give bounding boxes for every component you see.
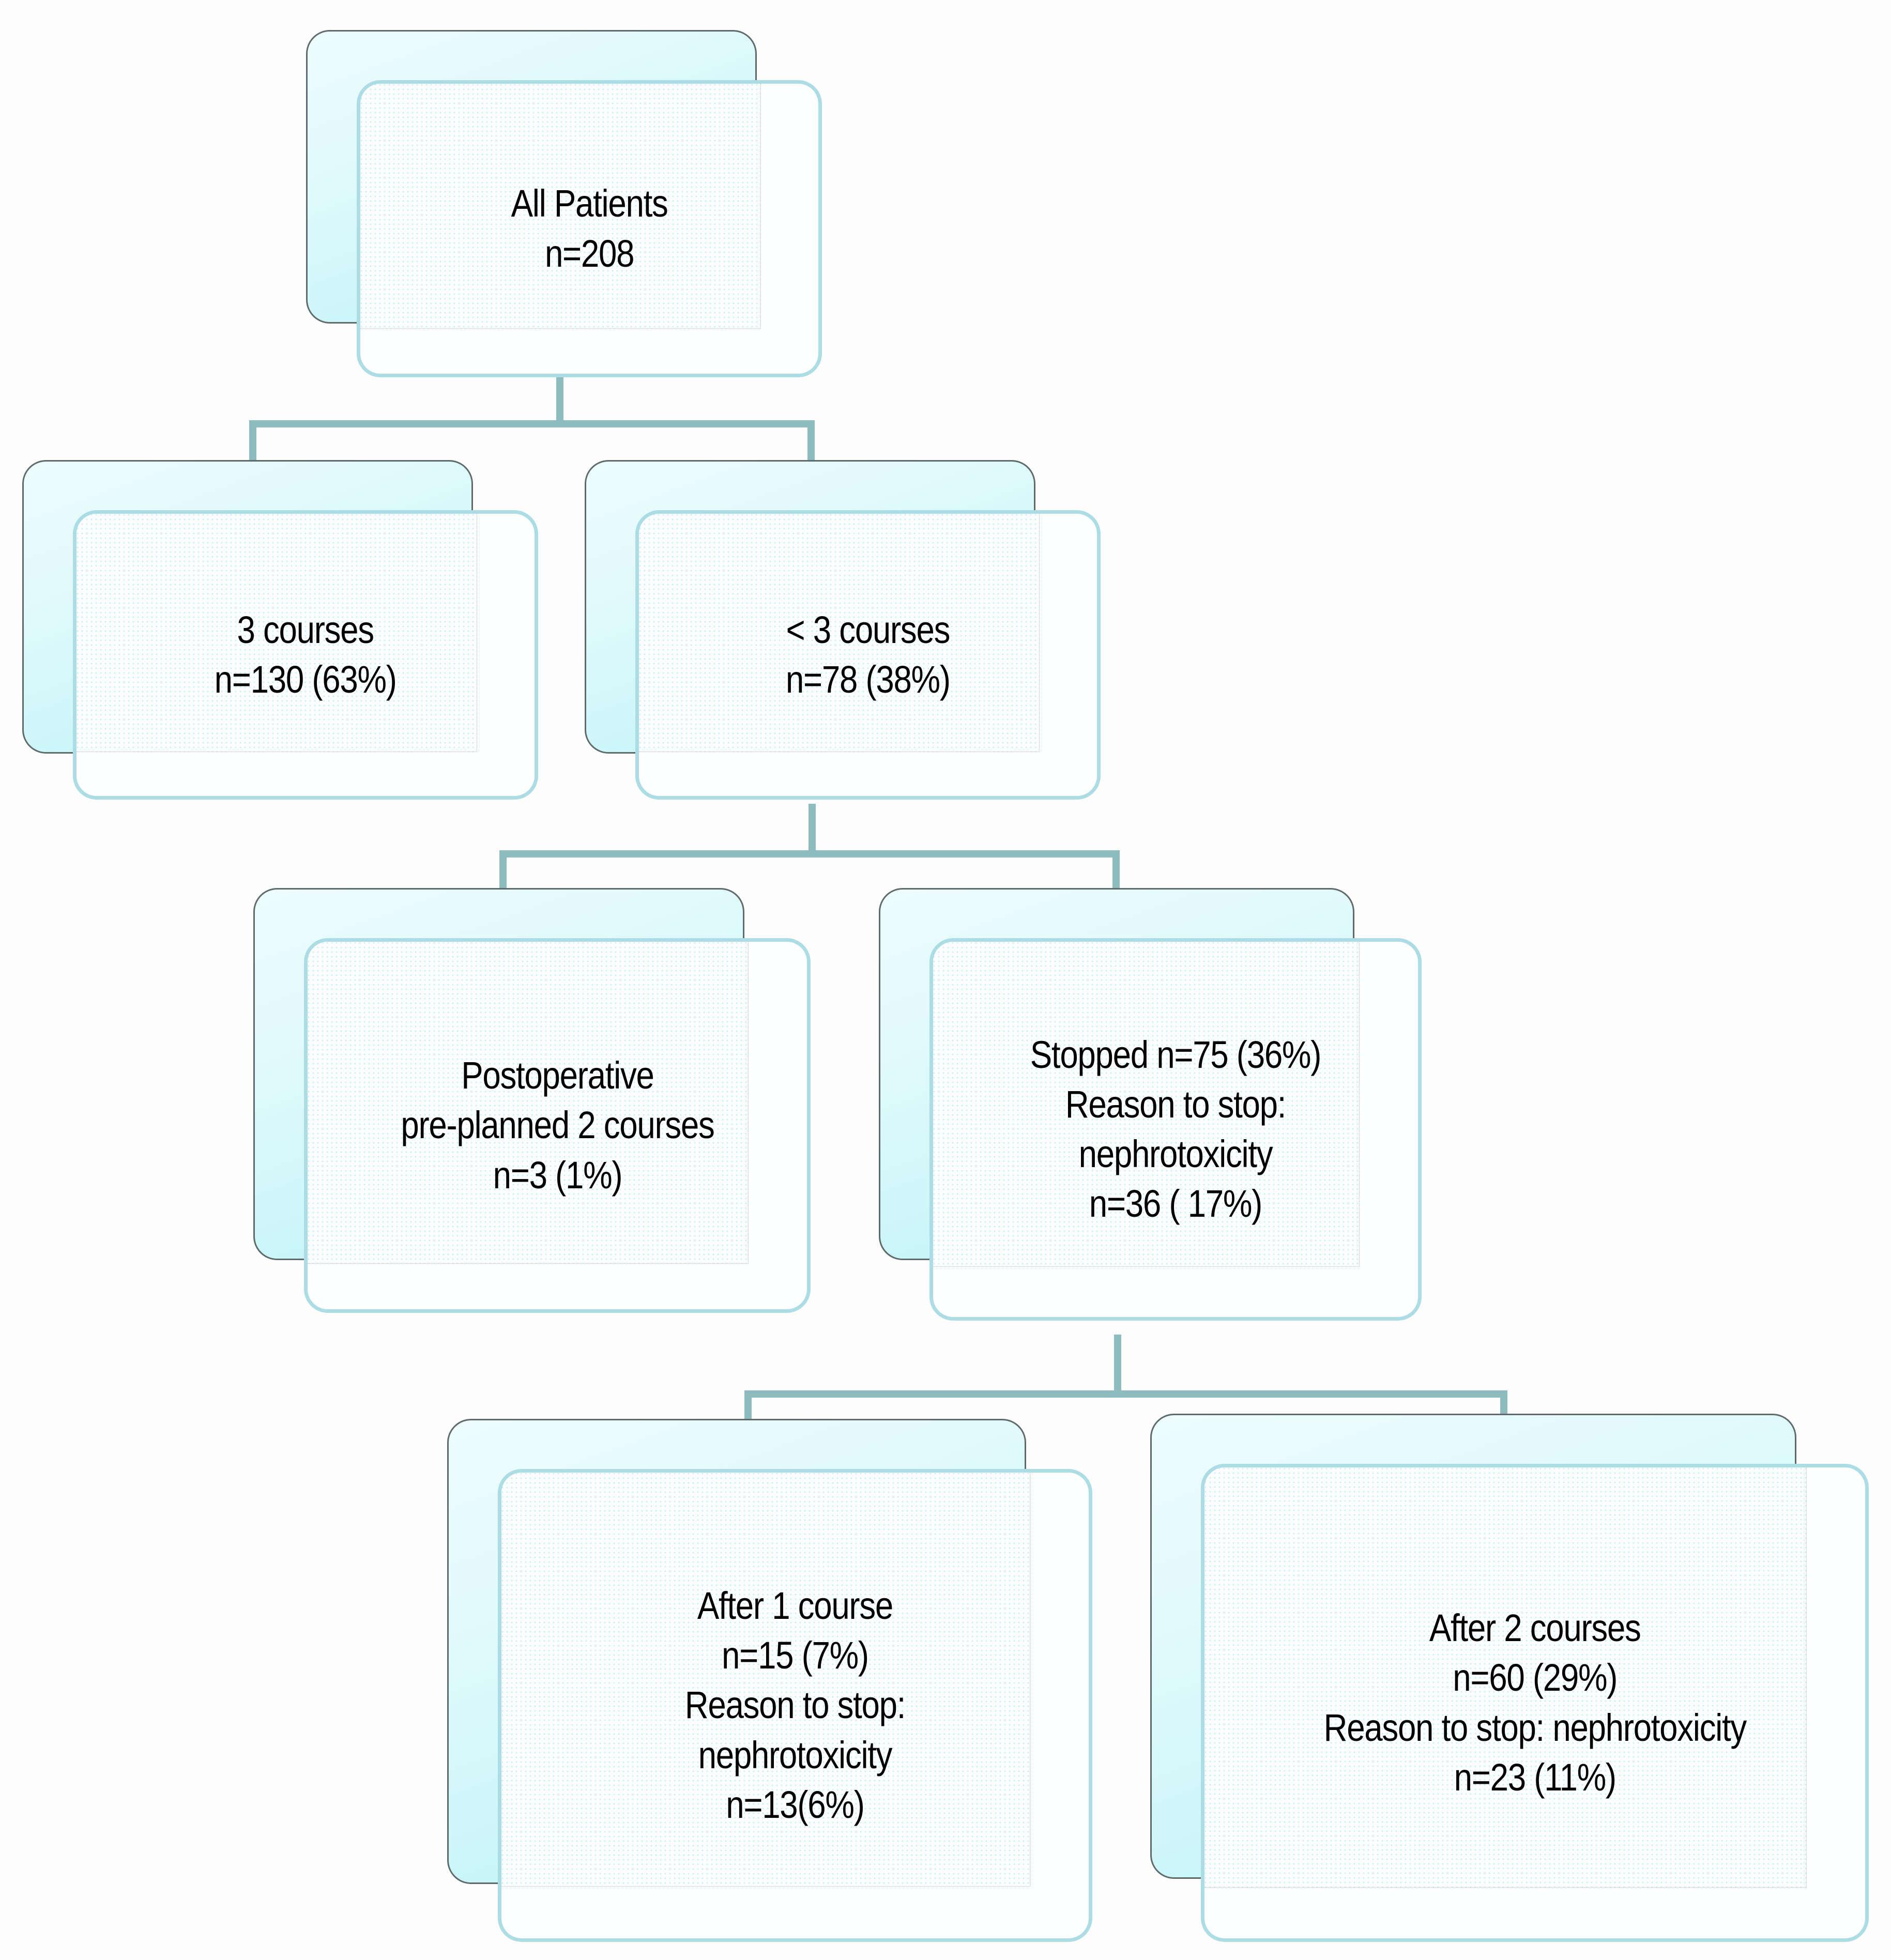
node-postoperative-preplanned[interactable]: Postoperative pre-planned 2 courses n=3 … bbox=[253, 888, 817, 1322]
connector-less-than-three-stem bbox=[809, 804, 816, 855]
node-label: Postoperative pre-planned 2 courses n=3 … bbox=[400, 1054, 714, 1197]
connector-row4-bus bbox=[744, 1390, 1507, 1398]
node-label: < 3 courses n=78 (38%) bbox=[786, 608, 951, 701]
node-label: All Patients n=208 bbox=[511, 182, 668, 275]
connector-stopped-stem bbox=[1114, 1335, 1121, 1394]
node-less-than-three-courses[interactable]: < 3 courses n=78 (38%) bbox=[585, 460, 1107, 806]
node-front-card: All Patients n=208 bbox=[357, 80, 822, 377]
node-front-card: 3 courses n=130 (63%) bbox=[73, 510, 538, 800]
node-all-patients[interactable]: All Patients n=208 bbox=[306, 30, 828, 381]
node-stopped[interactable]: Stopped n=75 (36%) Reason to stop: nephr… bbox=[879, 888, 1427, 1327]
node-label: After 2 courses n=60 (29%) Reason to sto… bbox=[1323, 1606, 1747, 1799]
node-front-card: < 3 courses n=78 (38%) bbox=[635, 510, 1101, 800]
connector-row3-bus bbox=[499, 850, 1120, 858]
node-front-card: Stopped n=75 (36%) Reason to stop: nephr… bbox=[929, 938, 1422, 1321]
node-front-card: After 2 courses n=60 (29%) Reason to sto… bbox=[1201, 1464, 1869, 1942]
connector-to-stopped bbox=[1112, 850, 1120, 893]
connector-all-patients-stem bbox=[556, 376, 563, 424]
node-front-card: After 1 course n=15 (7%) Reason to stop:… bbox=[498, 1469, 1092, 1942]
node-label: After 1 course n=15 (7%) Reason to stop:… bbox=[684, 1584, 906, 1826]
connector-to-postoperative bbox=[499, 850, 507, 893]
node-front-card: Postoperative pre-planned 2 courses n=3 … bbox=[304, 938, 811, 1313]
connector-row2-bus bbox=[249, 420, 815, 427]
node-after-one-course[interactable]: After 1 course n=15 (7%) Reason to stop:… bbox=[447, 1419, 1093, 1954]
connector-to-three-courses bbox=[249, 420, 256, 463]
node-after-two-courses[interactable]: After 2 courses n=60 (29%) Reason to sto… bbox=[1150, 1414, 1874, 1954]
node-three-courses[interactable]: 3 courses n=130 (63%) bbox=[22, 460, 544, 806]
node-label: Stopped n=75 (36%) Reason to stop: nephr… bbox=[1030, 1033, 1322, 1226]
connector-to-less-than-three-courses bbox=[807, 420, 815, 463]
node-label: 3 courses n=130 (63%) bbox=[214, 608, 397, 701]
